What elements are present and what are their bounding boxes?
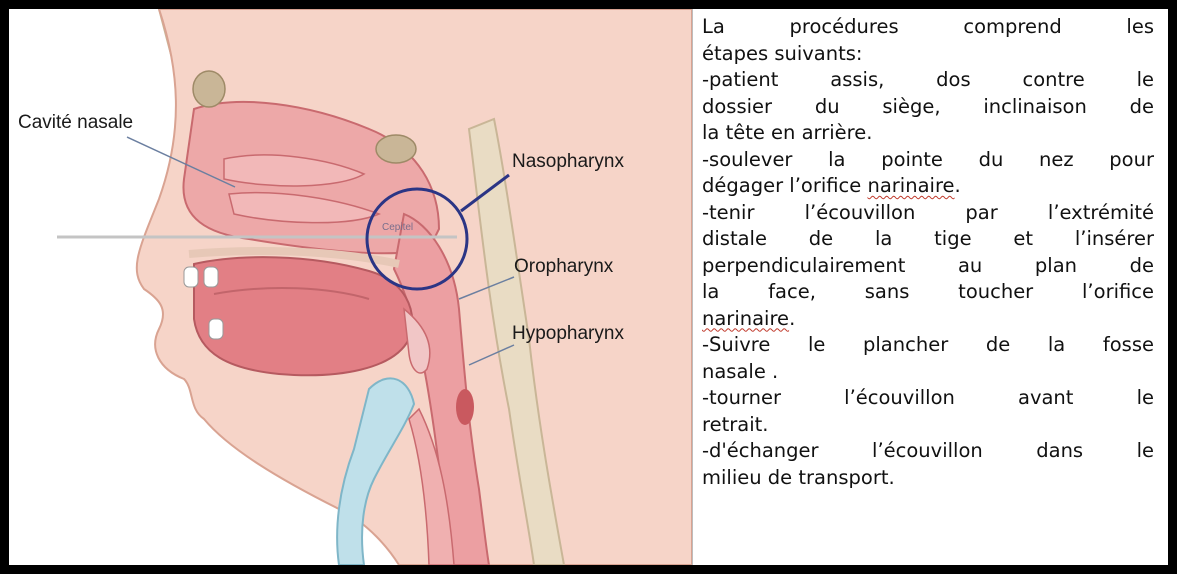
text-line: -tenir l’écouvillon par l’extrémité [702,200,1154,227]
text-line: -d'échanger l’écouvillon dans le [702,438,1154,465]
head-sagittal-section [9,9,692,565]
text-line: -patient assis, dos contre le [702,67,1154,94]
misspelled-word: narinaire [702,307,789,330]
text-line: étapes suivants: [702,41,1154,68]
label-nasopharynx: Nasopharynx [512,151,624,173]
text-fragment: . [955,174,961,197]
text-line: -Suivre le plancher de la fosse [702,332,1154,359]
text-line: milieu de transport. [702,465,1154,492]
text-line: distale de la tige et l’insérer [702,226,1154,253]
text-line: narinaire. [702,306,1154,333]
text-line: la face, sans toucher l’orifice [702,279,1154,306]
text-line: -tourner l’écouvillon avant le [702,385,1154,412]
anatomy-illustration: Cepitel [9,9,692,565]
text-fragment: dégager l’orifice [702,174,867,197]
label-cavite-nasale: Cavité nasale [18,112,133,134]
panel-divider [692,9,693,565]
misspelled-word: narinaire [867,174,954,197]
text-line: -soulever la pointe du nez pour [702,147,1154,174]
text-fragment: . [789,307,795,330]
label-hypopharynx: Hypopharynx [512,323,624,345]
text-line: perpendiculairement au plan de [702,253,1154,280]
text-line: nasale . [702,359,1154,386]
procedure-text: La procédures comprend les étapes suivan… [702,14,1154,491]
text-line: retrait. [702,412,1154,439]
label-oropharynx: Oropharynx [514,256,613,278]
text-line: la tête en arrière. [702,120,1154,147]
text-line: La procédures comprend les [702,14,1154,41]
text-line: dégager l’orifice narinaire. [702,173,1154,200]
swab-tag-label: Cepitel [382,222,413,233]
tongue [194,257,412,375]
text-line: dossier du siège, inclinaison de [702,94,1154,121]
